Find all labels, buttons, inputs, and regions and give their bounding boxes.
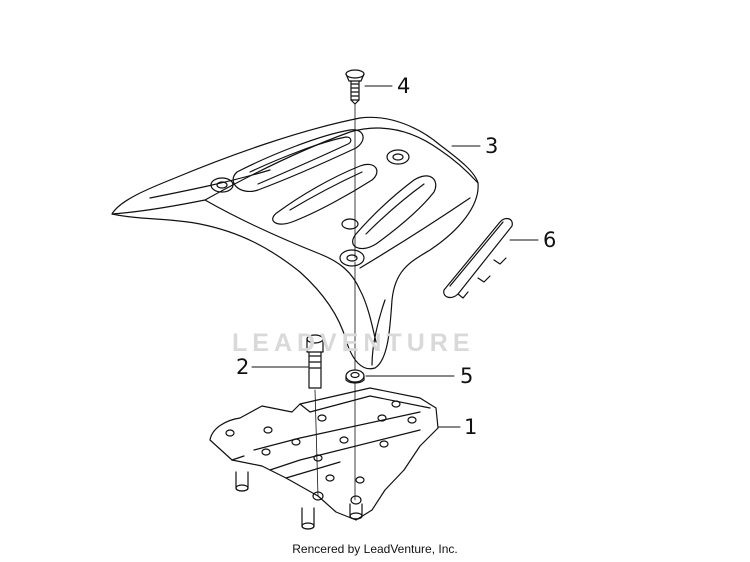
base-plate-part [209, 387, 439, 530]
callout-4: 4 [397, 74, 411, 98]
footer-credit: Rencered by LeadVenture, Inc. [292, 542, 458, 556]
watermark-text: LEADVENTURE [232, 329, 475, 357]
trim-piece-part [443, 217, 513, 299]
bolt-part [306, 334, 324, 389]
callout-6: 6 [543, 228, 557, 252]
callout-2: 2 [236, 355, 250, 379]
callout-5: 5 [460, 364, 474, 388]
screw-part [345, 69, 365, 105]
leader-lines [251, 85, 539, 428]
callout-3: 3 [485, 134, 499, 158]
assembly-guide-lines [314, 103, 356, 501]
callout-1: 1 [464, 415, 478, 439]
washer-part [345, 369, 365, 384]
carrier-rack-part [111, 116, 479, 370]
